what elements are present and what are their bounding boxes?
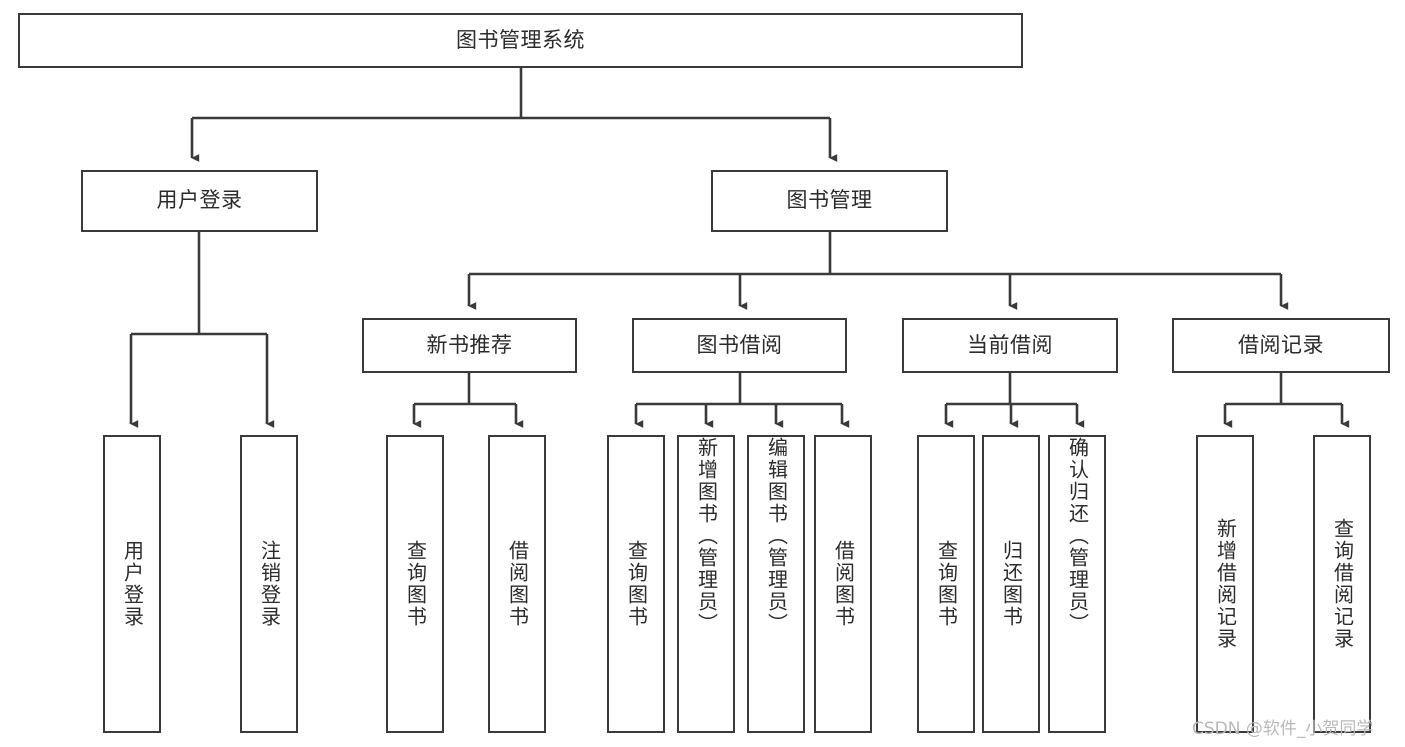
node-label: 归还图书 (999, 540, 1024, 628)
leaf-new-book-borrow[interactable]: 借阅图书 (488, 435, 546, 733)
node-label: 图书借阅 (696, 332, 783, 357)
node-label: 借阅记录 (1238, 332, 1324, 357)
leaf-current-borrow-query[interactable]: 查询图书 (917, 435, 975, 733)
node-label: 借阅图书 (505, 540, 530, 628)
node-label: 用户登录 (156, 188, 243, 213)
node-current-borrow[interactable]: 当前借阅 (902, 318, 1118, 373)
leaf-book-borrow-add[interactable]: 新增图书（管理员） (677, 435, 735, 733)
node-user-login[interactable]: 用户登录 (81, 170, 318, 232)
leaf-current-borrow-return[interactable]: 归还图书 (982, 435, 1040, 733)
node-label: 用户登录 (120, 540, 145, 628)
leaf-new-book-query[interactable]: 查询图书 (386, 435, 444, 733)
node-label: 确认归还（管理员） (1065, 437, 1090, 635)
node-label: 查询图书 (624, 540, 649, 628)
leaf-borrow-record-query[interactable]: 查询借阅记录 (1313, 435, 1371, 733)
node-new-book-recommend[interactable]: 新书推荐 (362, 318, 577, 373)
node-book-borrow[interactable]: 图书借阅 (632, 318, 847, 373)
node-label: 新书推荐 (426, 332, 513, 357)
leaf-book-borrow-lend[interactable]: 借阅图书 (814, 435, 872, 733)
node-root-system[interactable]: 图书管理系统 (18, 13, 1023, 68)
leaf-borrow-record-add[interactable]: 新增借阅记录 (1196, 435, 1254, 733)
node-book-management[interactable]: 图书管理 (711, 170, 948, 232)
csdn-watermark: CSDN @软件_小贺同学 (1192, 719, 1374, 739)
leaf-user-login-signin[interactable]: 用户登录 (103, 435, 161, 733)
node-label: 新增借阅记录 (1213, 518, 1238, 650)
leaf-book-borrow-query[interactable]: 查询图书 (607, 435, 665, 733)
node-label: 查询图书 (934, 540, 959, 628)
leaf-book-borrow-edit[interactable]: 编辑图书（管理员） (747, 435, 805, 733)
node-label: 编辑图书（管理员） (764, 437, 789, 635)
node-label: 注销登录 (257, 540, 282, 628)
node-label: 查询图书 (403, 540, 428, 628)
node-borrow-record[interactable]: 借阅记录 (1172, 318, 1390, 373)
node-label: 借阅图书 (831, 540, 856, 628)
leaf-current-borrow-confirm-return[interactable]: 确认归还（管理员） (1048, 435, 1106, 733)
node-label: 图书管理系统 (456, 27, 585, 52)
node-label: 查询借阅记录 (1330, 518, 1355, 650)
node-label: 当前借阅 (967, 332, 1053, 357)
node-label: 新增图书（管理员） (694, 437, 719, 635)
leaf-user-login-signout[interactable]: 注销登录 (240, 435, 298, 733)
node-label: 图书管理 (786, 188, 873, 213)
